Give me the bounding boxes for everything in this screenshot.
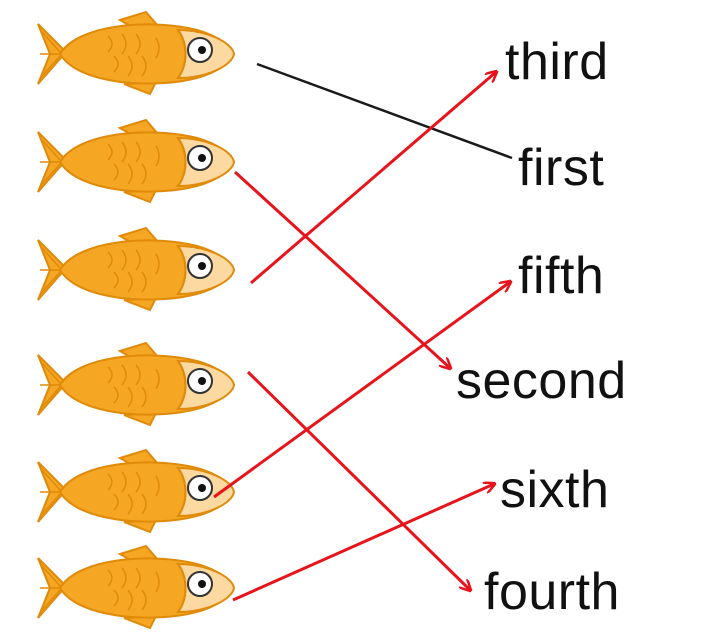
fish-6-icon xyxy=(38,546,234,628)
word-fifth: fifth xyxy=(518,250,604,302)
fish-3-icon xyxy=(38,228,234,310)
fish-2-icon xyxy=(38,120,234,202)
fish-5-icon xyxy=(38,450,234,532)
fish-1-icon xyxy=(38,12,234,94)
word-sixth: sixth xyxy=(500,464,609,516)
word-second: second xyxy=(456,355,627,407)
word-third: third xyxy=(505,36,609,88)
arrow-fish6-sixth xyxy=(233,484,494,600)
word-first: first xyxy=(518,142,604,194)
line-fish1-first xyxy=(257,64,512,158)
fish-4-icon xyxy=(38,343,234,425)
word-fourth: fourth xyxy=(484,566,620,618)
arrow-fish3-third xyxy=(251,72,496,283)
arrow-fish4-fourth xyxy=(248,372,470,590)
